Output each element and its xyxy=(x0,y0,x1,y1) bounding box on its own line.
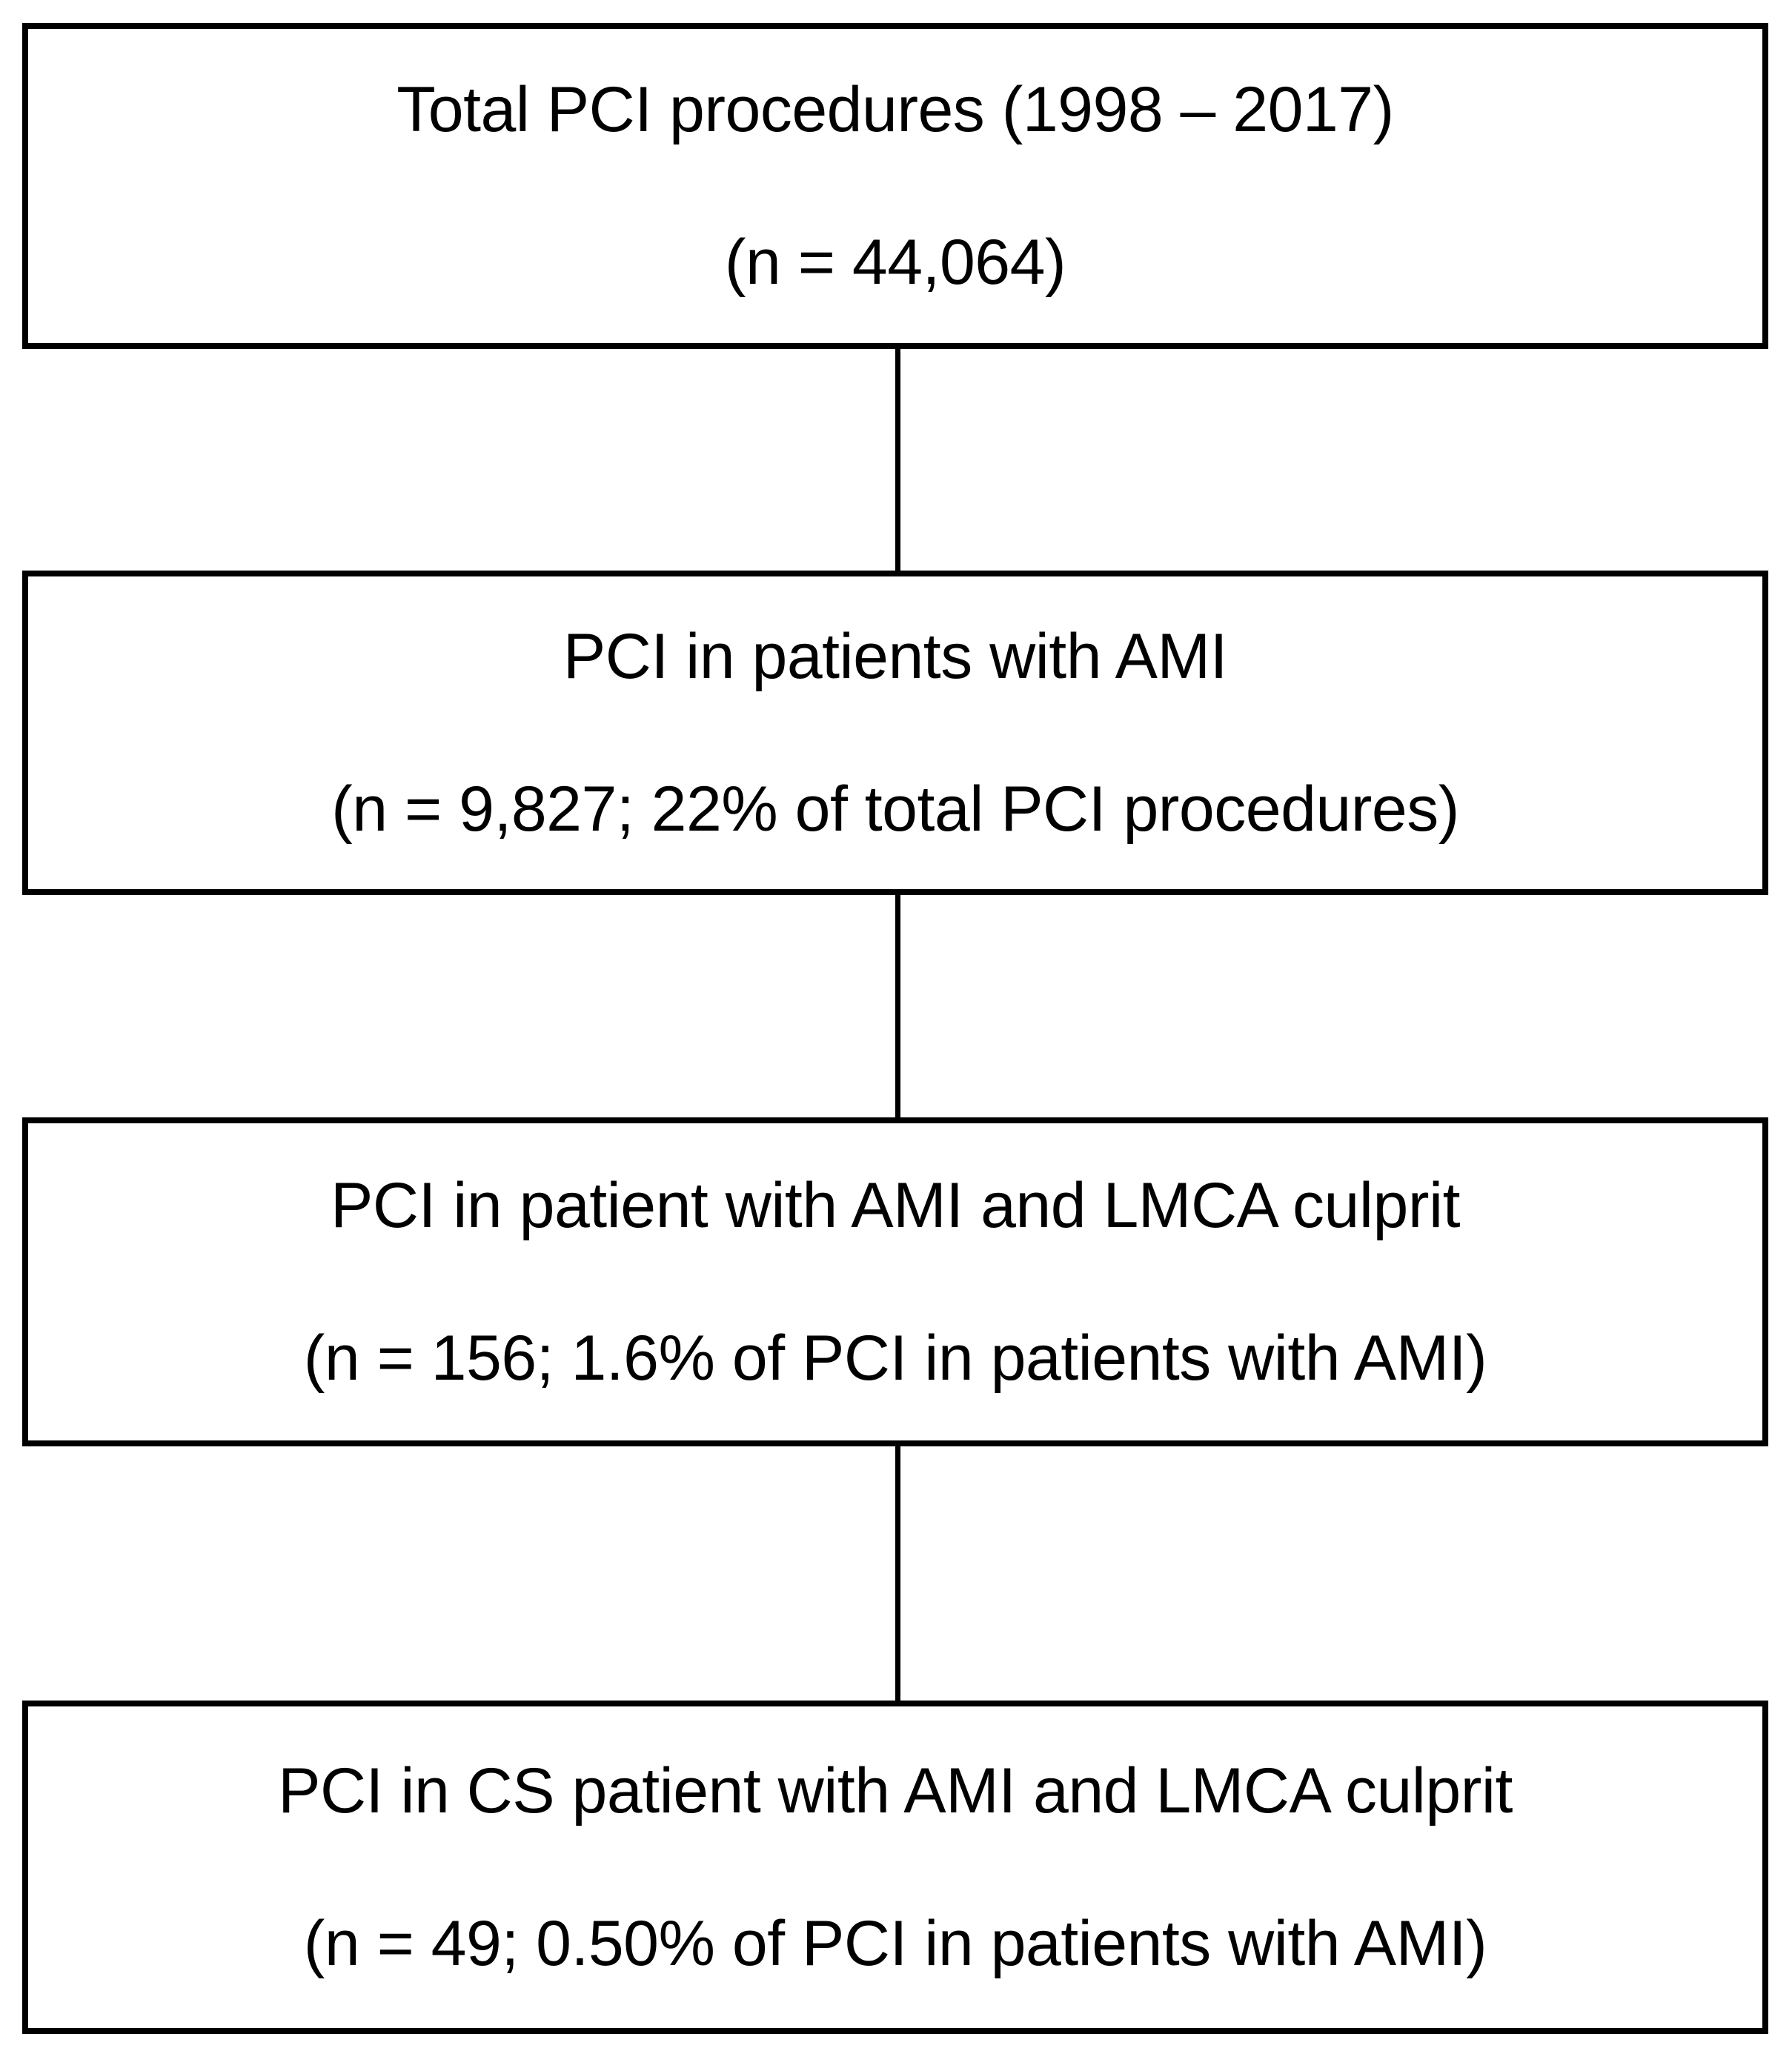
box-count-line: (n = 49; 0.50% of PCI in patients with A… xyxy=(303,1908,1487,1979)
box-title-line: Total PCI procedures (1998 – 2017) xyxy=(396,74,1394,145)
connector-line-1 xyxy=(895,349,900,571)
box-title-line: PCI in patient with AMI and LMCA culprit xyxy=(331,1170,1460,1241)
box-count-line: (n = 156; 1.6% of PCI in patients with A… xyxy=(303,1323,1487,1394)
flow-box-pci-ami: PCI in patients with AMI (n = 9,827; 22%… xyxy=(22,571,1768,895)
flow-box-pci-ami-lmca: PCI in patient with AMI and LMCA culprit… xyxy=(22,1117,1768,1446)
connector-line-2 xyxy=(895,895,900,1117)
box-title-line: PCI in CS patient with AMI and LMCA culp… xyxy=(278,1755,1513,1826)
box-count-line: (n = 9,827; 22% of total PCI procedures) xyxy=(331,774,1459,845)
connector-line-3 xyxy=(895,1446,900,1701)
box-count-line: (n = 44,064) xyxy=(724,227,1066,298)
flow-box-total-pci: Total PCI procedures (1998 – 2017) (n = … xyxy=(22,23,1768,349)
box-title-line: PCI in patients with AMI xyxy=(563,621,1228,692)
flow-box-pci-cs-ami-lmca: PCI in CS patient with AMI and LMCA culp… xyxy=(22,1701,1768,2034)
